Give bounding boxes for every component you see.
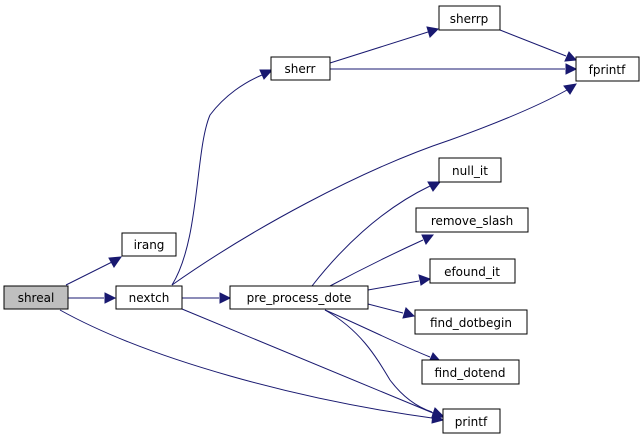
edge-sherr-fprintf [330,63,578,75]
edge-shreal-printf [59,309,445,424]
node-sherrp[interactable]: sherrp [438,5,501,31]
edge-shreal-irang [65,256,123,286]
node-label: irang [134,238,165,252]
edge-sherr-sherrp [329,26,440,64]
node-find_dotbegin[interactable]: find_dotbegin [414,309,528,335]
node-fprintf[interactable]: fprintf [575,56,640,82]
node-pre_process_dote[interactable]: pre_process_dote [229,285,369,310]
node-find_dotend[interactable]: find_dotend [421,359,520,385]
node-label: efound_it [444,265,500,279]
node-printf[interactable]: printf [442,408,501,434]
edge-pre_process_dote-printf [324,309,445,418]
edge-sherrp-fprintf [499,29,578,62]
node-irang[interactable]: irang [121,232,177,257]
node-label: find_dotbegin [430,316,512,330]
node-label: find_dotend [434,366,505,380]
node-label: sherr [285,62,316,76]
node-nextch[interactable]: nextch [115,285,183,310]
call-graph-edges [59,26,578,424]
node-sherr[interactable]: sherr [270,56,331,81]
edge-nextch-sherr [171,69,274,286]
node-label: nextch [129,291,170,305]
node-label: pre_process_dote [247,291,352,305]
edge-pre_process_dote-efound_it [367,274,432,291]
node-label: sherrp [450,12,489,26]
edge-shreal-nextch [68,292,117,304]
node-shreal[interactable]: shreal [3,285,69,310]
edge-pre_process_dote-null_it [311,181,442,287]
edge-pre_process_dote-find_dotbegin [367,303,416,319]
node-label: shreal [18,291,55,305]
node-label: remove_slash [431,214,513,228]
node-label: null_it [452,164,488,178]
node-efound_it[interactable]: efound_it [429,258,516,284]
call-graph-nodes: shreal irang nextch sherr sherrp fprintf… [3,5,640,434]
edge-nextch-fprintf [171,83,577,286]
edge-pre_process_dote-remove_slash [329,234,435,287]
node-remove_slash[interactable]: remove_slash [415,207,529,233]
node-label: fprintf [589,63,626,77]
edge-nextch-printf [181,308,445,419]
node-label: printf [455,415,488,429]
node-null_it[interactable]: null_it [438,157,502,183]
edge-nextch-pre_process_dote [182,292,232,304]
